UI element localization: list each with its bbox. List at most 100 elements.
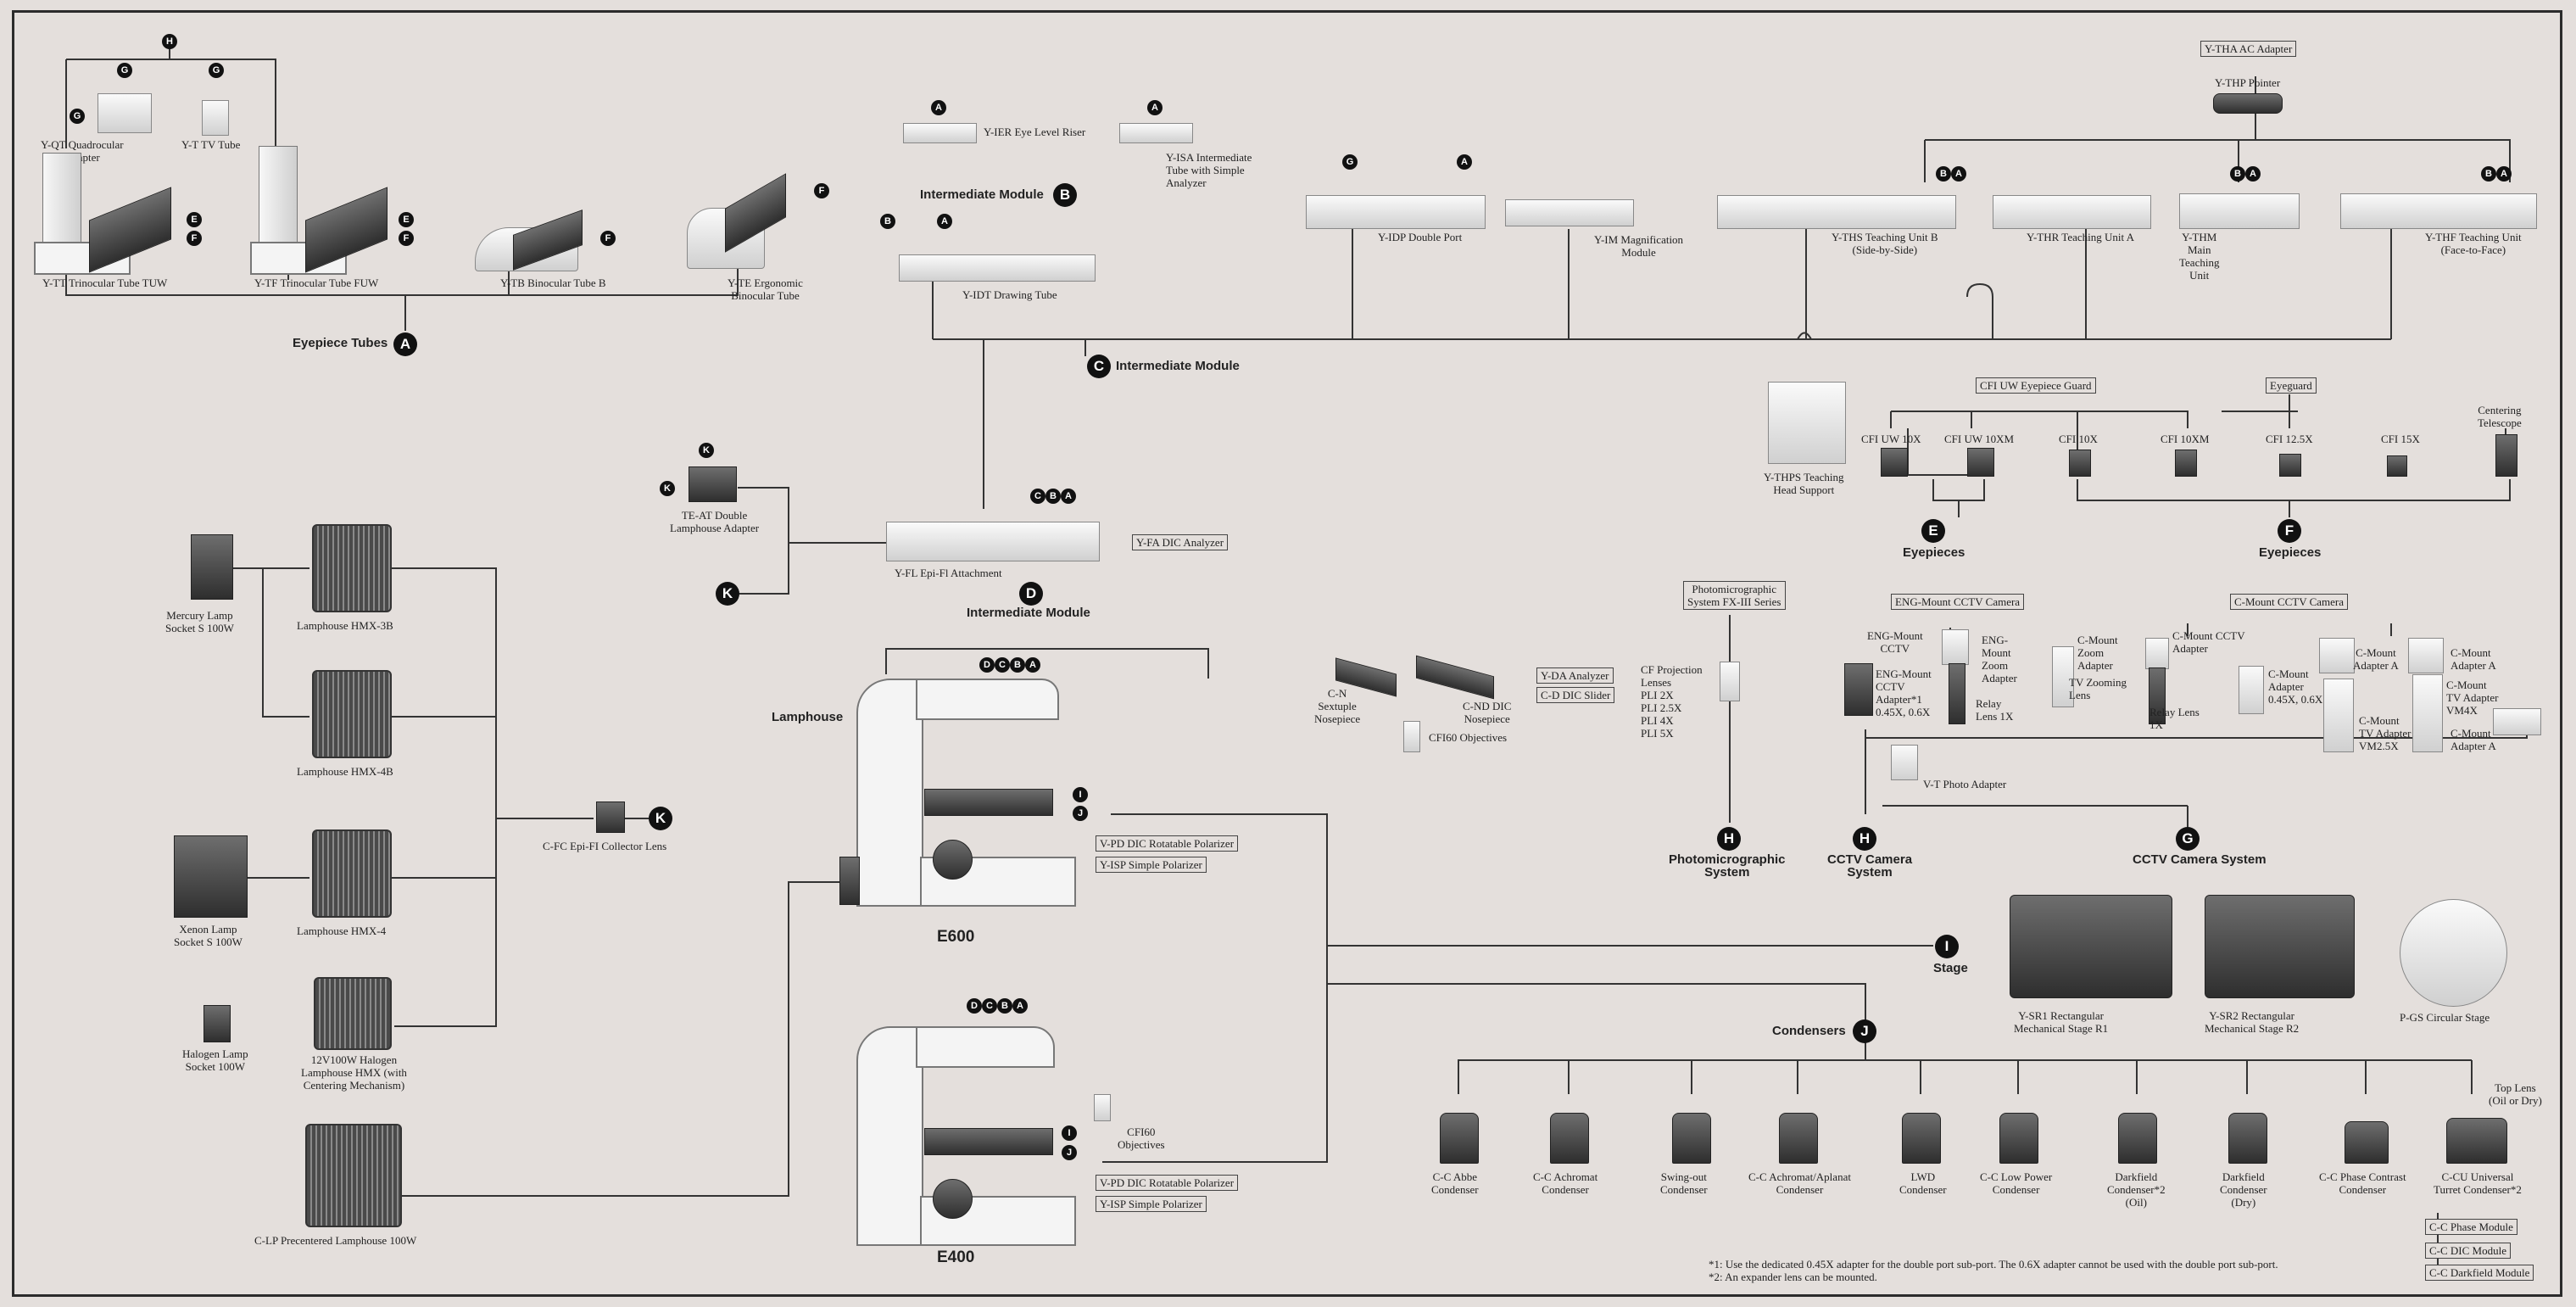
e400-objective [1094,1094,1111,1121]
label-c-fc: C-FC Epi-FI Collector Lens [543,840,666,852]
label-eyepiece-tubes: Eyepiece Tubes [293,337,388,349]
teaching-unit-face [2340,193,2537,229]
label-mercury: Mercury Lamp Socket S 100W [165,609,234,634]
marker-c: C [982,998,997,1014]
label-y-ths: Y-THS Teaching Unit B (Side-by-Side) [1832,231,1938,256]
marker-a: A [1951,166,1966,182]
label-c-tv-vm25: C-Mount TV Adapter VM2.5X [2359,714,2412,752]
marker-g: G [70,109,85,124]
marker-g: G [117,63,132,78]
c-mount-adapter-a1 [2319,638,2355,673]
e400-stage [924,1128,1053,1155]
label-df-dry: Darkfield Condenser (Dry) [2220,1170,2267,1209]
marker-f: F [2278,519,2301,543]
marker-c: C [995,657,1010,673]
halogen-lamp-socket [204,1005,231,1042]
label-fx3: Photomicrographic System FX-III Series [1683,581,1786,610]
label-cfi-uw-10xm: CFI UW 10XM [1944,433,2014,445]
marker-f: F [814,183,829,198]
marker-e: E [1921,519,1945,543]
e400-head [916,1026,1055,1068]
label-c-lp: C-LP Precentered Lamphouse 100W [254,1234,416,1247]
label-relay1: Relay Lens 1X [1976,697,2013,723]
label-v-pd-e400: V-PD DIC Rotatable Polarizer [1096,1175,1238,1191]
label-c-adapter-a2: C-Mount Adapter A [2451,646,2496,672]
eng-zoom-adapter [1942,629,1969,665]
label-halogen: 12V100W Halogen Lamphouse HMX (with Cent… [301,1053,407,1092]
label-xenon: Xenon Lamp Socket S 100W [174,923,243,948]
e600-arm [856,679,923,907]
tf-tube-column [259,146,298,248]
marker-a: A [937,214,952,229]
condenser-lwd [1902,1113,1941,1164]
xenon-lamp-socket [174,835,248,918]
label-y-im: Y-IM Magnification Module [1594,233,1683,259]
label-c-adapter: C-Mount Adapter 0.45X, 0.6X [2268,667,2322,706]
marker-k: K [716,582,739,606]
c-mount-adapter-a2 [2408,638,2444,673]
marker-k: K [699,443,714,458]
label-y-fa: Y-FA DIC Analyzer [1132,534,1228,550]
label-eng-zoom: ENG- Mount Zoom Adapter [1982,634,2017,684]
eyepiece-12-5x [2279,454,2301,477]
marker-a: A [1061,489,1076,504]
c-mount-adapter-045 [2239,666,2264,714]
marker-b: B [1936,166,1951,182]
lamphouse-hmx-3b [312,524,392,612]
label-cf-projection: CF Projection Lenses PLI 2X PLI 2.5X PLI… [1641,663,1703,740]
label-cctv-camera-system: CCTV Camera System [2133,853,2267,866]
marker-f: F [187,231,202,246]
label-y-ier: Y-IER Eye Level Riser [984,126,1085,138]
marker-i: I [1073,787,1088,802]
label-y-thp: Y-THP Pointer [2215,76,2280,89]
label-mod-df: C-C Darkfield Module [2425,1265,2534,1281]
projection-lens [1720,662,1740,701]
label-abbe: C-C Abbe Condenser [1431,1170,1479,1196]
teaching-unit-a [1993,195,2151,229]
objective-cfi60 [1403,721,1420,752]
marker-a: A [2245,166,2261,182]
marker-a: A [1025,657,1040,673]
eyepiece-10x [2069,450,2091,477]
condenser-aplanat [1779,1113,1818,1164]
marker-g: G [2176,827,2200,851]
e600-stage [924,789,1053,816]
label-mod-dic: C-C DIC Module [2425,1243,2511,1259]
mercury-lamp-socket [191,534,233,600]
label-intermediate-module-c: Intermediate Module [1116,360,1240,372]
circular-stage [2400,899,2507,1007]
marker-j: J [1062,1145,1077,1160]
marker-h: H [1717,827,1741,851]
label-eng-cctv: ENG-Mount CCTV [1867,629,1923,655]
marker-j: J [1853,1019,1876,1043]
tv-tube [202,100,229,136]
label-cfi60-e400: CFI60 Objectives [1118,1125,1165,1151]
eyepiece-15x [2387,455,2407,477]
condenser-phase [2345,1121,2389,1164]
marker-e: E [187,212,202,227]
magnification-module [1505,199,1634,226]
label-e400: E400 [937,1251,974,1264]
label-intermediate-module-b: Intermediate Module [920,188,1044,201]
label-sr2: Y-SR2 Rectangular Mechanical Stage R2 [2205,1009,2299,1035]
marker-b: B [880,214,895,229]
label-y-thr: Y-THR Teaching Unit A [2027,231,2134,243]
marker-d: D [1019,582,1043,606]
label-cctv-camera: CCTV Camera System [1827,853,1912,879]
stage-r1 [2010,895,2172,998]
marker-b: B [997,998,1012,1014]
condenser-turret [2446,1118,2507,1164]
marker-g: G [1342,154,1358,170]
marker-a: A [1457,154,1472,170]
c-tv-adapter-vm25 [2323,679,2354,752]
label-v-t: V-T Photo Adapter [1923,778,2006,790]
label-y-isa: Y-ISA Intermediate Tube with Simple Anal… [1166,151,1252,189]
condenser-abbe [1440,1113,1479,1164]
centering-telescope [2495,434,2517,477]
label-lwd: LWD Condenser [1899,1170,1947,1196]
label-turret: C-CU Universal Turret Condenser*2 [2434,1170,2522,1196]
label-lamphouse: Lamphouse [772,711,843,723]
marker-k: K [649,807,672,830]
marker-b: B [1010,657,1025,673]
teaching-unit-b [1717,195,1956,229]
